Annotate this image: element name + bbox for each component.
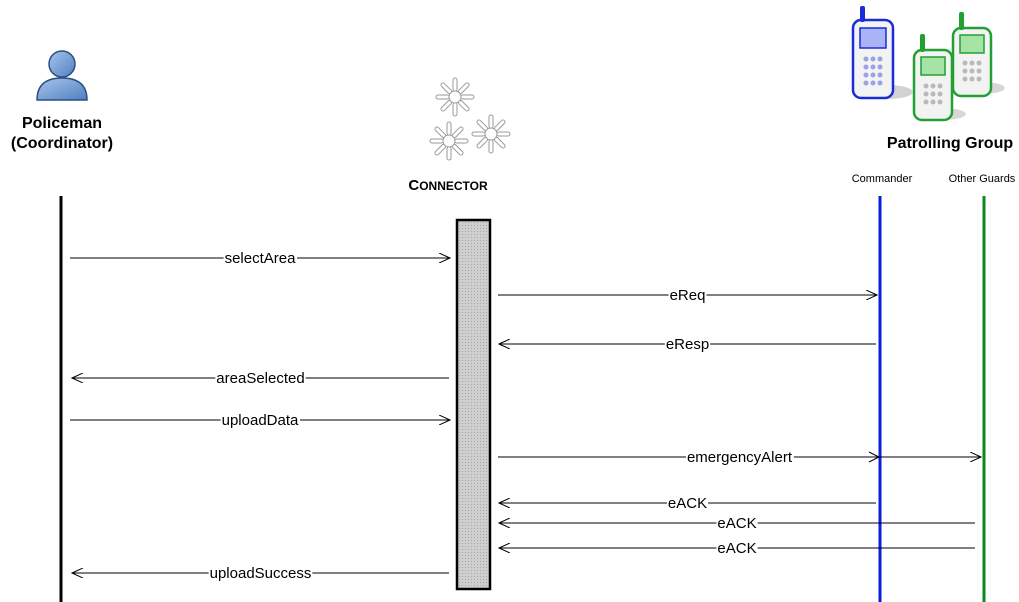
message-label: areaSelected [216,370,304,387]
patrolling-group-title: Patrolling Group [887,135,1013,152]
message-label: eACK [717,540,756,557]
message-label: eACK [717,515,756,532]
gear-icon [429,77,511,161]
message-arrowhead [868,451,881,463]
message-label: eResp [666,336,709,353]
message-label-background [666,500,709,506]
policeman-subtitle: (Coordinator) [11,135,113,152]
message-label-background [220,417,301,423]
message-label: eReq [670,287,706,304]
person-icon [36,50,88,101]
mobile-phone-icon [851,6,1005,122]
message-label-background [668,292,707,298]
connector-title: CONNECTOR [408,177,488,194]
message-label: selectArea [225,250,297,267]
connector-activation-box [455,218,492,591]
message-label: uploadData [222,412,299,429]
message-label-background [716,520,758,526]
messages-group: selectArea eReq eResp areaSelected uploadDat… [70,250,981,582]
message-label-background [685,454,794,460]
message-label: emergencyAlert [687,449,793,466]
message-label-background [208,570,313,576]
message-label-background [215,375,306,381]
message-label: uploadSuccess [210,565,312,582]
other-guards-label: Other Guards [949,173,1016,185]
commander-label: Commander [852,173,913,185]
message-label-background [223,255,298,261]
message-label-background [664,341,711,347]
message-label: eACK [668,495,707,512]
message-label-background [716,545,758,551]
policeman-title: Policeman [22,115,102,132]
